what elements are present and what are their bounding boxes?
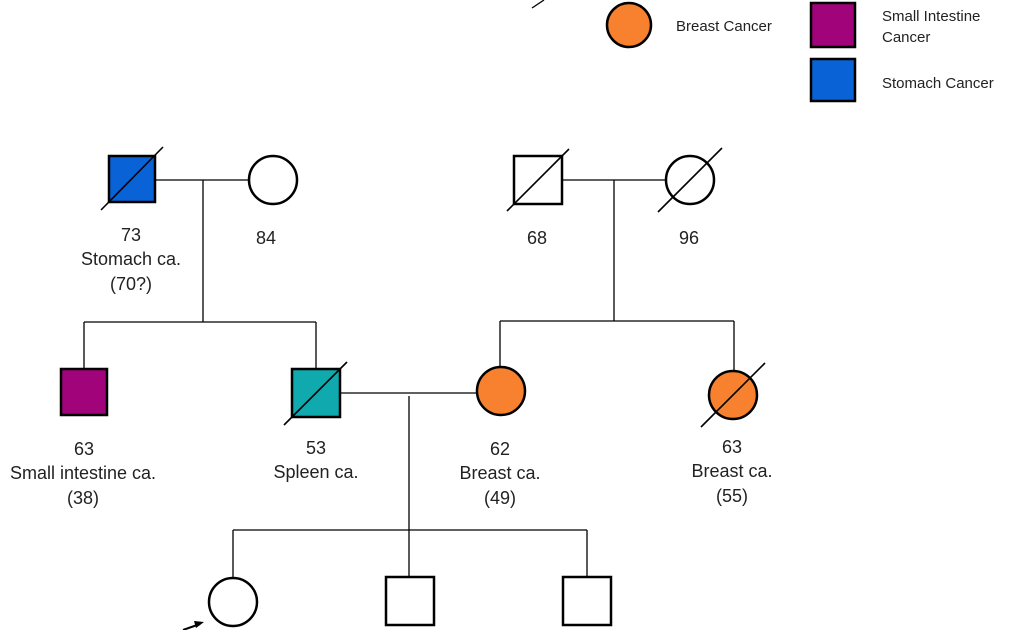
aunt: 63 Breast ca. (55) bbox=[691, 362, 773, 506]
uncle-square bbox=[59, 367, 109, 417]
paternal-grandfather-diagnosis: Stomach ca. bbox=[81, 249, 181, 269]
deceased-slash bbox=[100, 146, 164, 211]
mother-diagnosis: Breast ca. bbox=[459, 463, 540, 483]
maternal-grandfather-age: 68 bbox=[527, 228, 547, 248]
uncle-age: 63 bbox=[74, 439, 94, 459]
mother: 62 Breast ca. (49) bbox=[459, 365, 541, 508]
maternal-grandfather: 68 bbox=[506, 148, 570, 248]
uncle-diagnosis: Small intestine ca. bbox=[10, 463, 156, 483]
proband-circle bbox=[207, 576, 259, 628]
aunt-age: 63 bbox=[722, 437, 742, 457]
connection-lines bbox=[83, 179, 735, 577]
mother-onset: (49) bbox=[484, 488, 516, 508]
uncle-onset: (38) bbox=[67, 488, 99, 508]
paternal-grandfather-onset: (70?) bbox=[110, 274, 152, 294]
paternal-grandfather: 73 Stomach ca. (70?) bbox=[81, 146, 181, 294]
mother-age: 62 bbox=[490, 439, 510, 459]
deceased-slash bbox=[700, 362, 766, 428]
paternal-grandfather-age: 73 bbox=[121, 225, 141, 245]
legend-small-intestine-label-line1: Small Intestine bbox=[882, 8, 980, 25]
father-diagnosis: Spleen ca. bbox=[273, 462, 358, 482]
legend: Breast Cancer Small Intestine Cancer Sto… bbox=[605, 1, 994, 103]
maternal-grandmother-age: 96 bbox=[679, 228, 699, 248]
proband bbox=[182, 576, 259, 630]
legend-stomach-swatch bbox=[809, 57, 857, 103]
mother-circle bbox=[475, 365, 527, 417]
father-age: 53 bbox=[306, 438, 326, 458]
son-2 bbox=[561, 575, 613, 627]
aunt-onset: (55) bbox=[716, 486, 748, 506]
legend-breast-cancer-label: Breast Cancer bbox=[676, 18, 772, 35]
son-1-square bbox=[384, 575, 436, 627]
deceased-slash bbox=[283, 361, 348, 426]
proband-arrow-head bbox=[194, 621, 204, 628]
deceased-slash bbox=[506, 148, 570, 212]
paternal-grandmother-circle bbox=[247, 154, 299, 206]
legend-small-intestine-label-line2: Cancer bbox=[882, 29, 930, 46]
deceased-slash bbox=[657, 147, 723, 213]
legend-breast-cancer-swatch bbox=[605, 1, 653, 49]
maternal-grandmother: 96 bbox=[657, 147, 723, 248]
legend-small-intestine-swatch bbox=[809, 1, 857, 49]
son-2-square bbox=[561, 575, 613, 627]
uncle: 63 Small intestine ca. (38) bbox=[10, 367, 156, 508]
aunt-diagnosis: Breast ca. bbox=[691, 461, 772, 481]
paternal-grandmother: 84 bbox=[247, 154, 299, 248]
son-1 bbox=[384, 575, 436, 627]
father: 53 Spleen ca. bbox=[273, 361, 359, 482]
legend-stomach-label: Stomach Cancer bbox=[882, 75, 994, 92]
paternal-grandmother-age: 84 bbox=[256, 228, 276, 248]
stray-line bbox=[531, 0, 545, 9]
